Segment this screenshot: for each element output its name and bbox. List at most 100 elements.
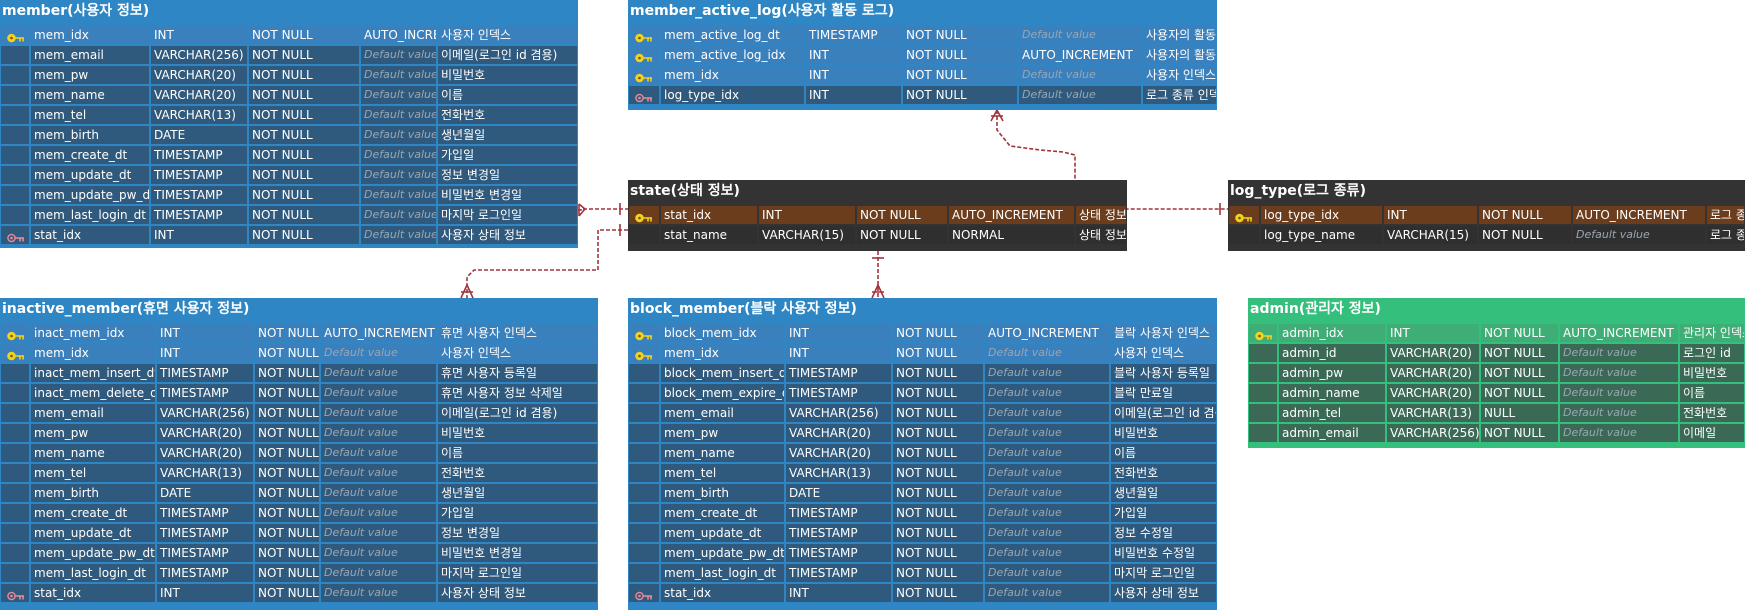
key-cell (1, 226, 29, 244)
cell-name: mem_tel (661, 464, 784, 482)
cell-comment: 전화번호 (1111, 464, 1216, 482)
cell-comment: 생년월일 (438, 126, 577, 144)
cell-default: Default value (985, 404, 1109, 422)
cell-comment: 사용자 상태 정보 (438, 226, 577, 244)
cell-name: mem_active_log_idx (661, 46, 804, 64)
relation-state-inactive-member (466, 229, 628, 298)
primary-key-icon (7, 348, 25, 361)
cell-nullable: NOT NULL (903, 66, 1017, 84)
cell-name: mem_email (31, 404, 155, 422)
cell-comment: 이메일 (1680, 424, 1744, 442)
cell-name: admin_idx (1279, 324, 1385, 342)
table-member-active-log[interactable]: member_active_log(사용자 활동 로그)mem_active_l… (628, 0, 1217, 110)
cell-default: Default value (1560, 344, 1678, 362)
cell-type: VARCHAR(20) (786, 444, 891, 462)
cell-default: Default value (361, 46, 436, 64)
cell-nullable: NOT NULL (893, 384, 983, 402)
cell-type: VARCHAR(256) (157, 404, 253, 422)
cell-name: admin_tel (1279, 404, 1385, 422)
cell-comment: 정보 수정일 (1111, 524, 1216, 542)
cell-name: admin_email (1279, 424, 1385, 442)
cell-default: Default value (361, 206, 436, 224)
cell-type: VARCHAR(20) (1387, 364, 1479, 382)
cell-nullable: NOT NULL (255, 584, 319, 602)
cell-comment: 이름 (1680, 384, 1744, 402)
cell-nullable: NOT NULL (1479, 226, 1571, 244)
cell-nullable: NOT NULL (1481, 384, 1558, 402)
cell-nullable: NOT NULL (249, 146, 359, 164)
cell-default: Default value (321, 364, 436, 382)
cell-type: TIMESTAMP (157, 364, 253, 382)
cell-name: mem_last_login_dt (661, 564, 784, 582)
cell-nullable: NOT NULL (893, 364, 983, 382)
key-cell (1249, 424, 1277, 442)
cell-nullable: NOT NULL (893, 484, 983, 502)
key-cell (1, 166, 29, 184)
key-cell (1, 524, 29, 542)
cell-default: Default value (985, 344, 1109, 362)
key-cell (629, 484, 659, 502)
cell-nullable: NOT NULL (255, 524, 319, 542)
cell-type: TIMESTAMP (786, 564, 891, 582)
